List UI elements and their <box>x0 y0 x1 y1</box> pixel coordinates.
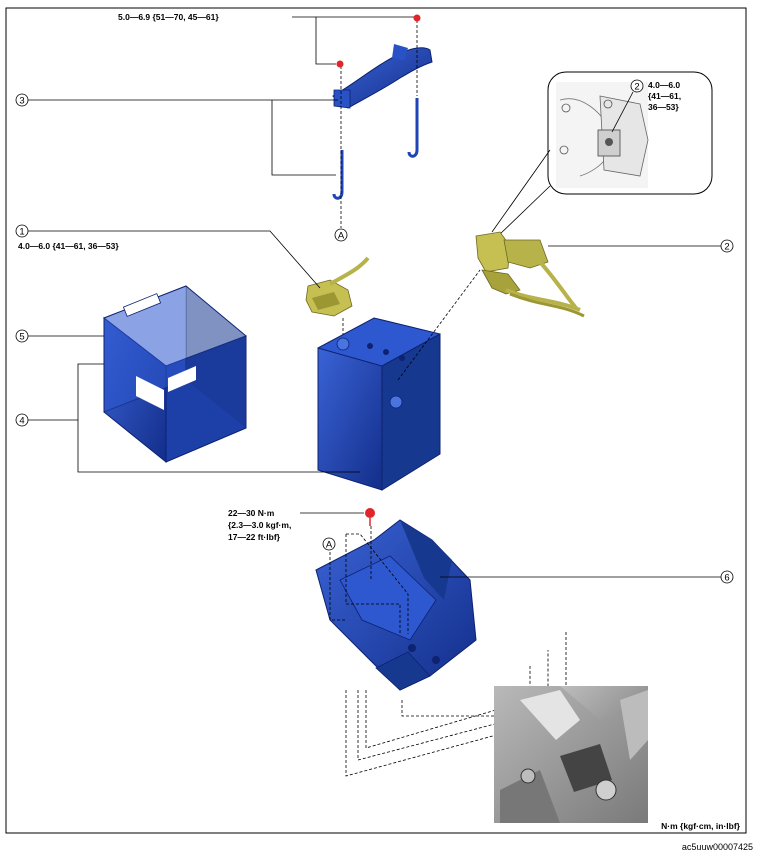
positive-terminal-harness <box>475 231 585 318</box>
battery-cover <box>102 285 247 464</box>
tray-guides <box>329 526 567 777</box>
inset-detail <box>547 71 713 195</box>
holder-torque-label: 5.0—6.9 {51—70, 45—61} <box>118 12 219 22</box>
vehicle-mount-photo <box>494 686 648 823</box>
battery <box>317 317 441 491</box>
callout-2: 2 <box>724 242 729 253</box>
tray-torque-line1: 22—30 N·m <box>228 508 275 518</box>
terminal-torque-label: 4.0—6.0 {41—61, 36—53} <box>18 241 119 251</box>
holder-rod-left <box>332 150 344 200</box>
battery-holder-bar <box>332 44 433 109</box>
torque-dot-holder-right <box>413 14 421 22</box>
holder-guides <box>340 20 418 228</box>
tray-torque-line3: 17—22 ft·lbf} <box>228 532 281 542</box>
units-legend: N·m {kgf·cm, in·lbf} <box>661 821 741 831</box>
ref-marker-a-top: A <box>338 231 345 242</box>
callout-1: 1 <box>19 227 24 238</box>
diagram-frame <box>5 7 747 834</box>
callout-6: 6 <box>724 573 729 584</box>
torque-dot-tray <box>365 508 375 518</box>
tray-torque-line2: {2.3—3.0 kgf·m, <box>228 520 291 530</box>
figure-code: ac5uuw00007425 <box>681 842 753 852</box>
callout-5: 5 <box>19 332 24 343</box>
holder-rod-right <box>407 98 419 158</box>
inset-torque-line2: {41—61, <box>648 91 681 101</box>
inset-torque-line3: 36—53} <box>648 102 679 112</box>
callout-3: 3 <box>19 96 24 107</box>
inset-torque-line1: 4.0—6.0 <box>648 80 680 90</box>
negative-terminal-cable <box>305 256 370 317</box>
callout-4: 4 <box>19 416 24 427</box>
torque-dot-holder-left <box>336 60 344 68</box>
battery-tray <box>315 519 477 691</box>
inset-callout-2: 2 <box>634 82 639 93</box>
ref-marker-a-bottom: A <box>326 540 333 551</box>
